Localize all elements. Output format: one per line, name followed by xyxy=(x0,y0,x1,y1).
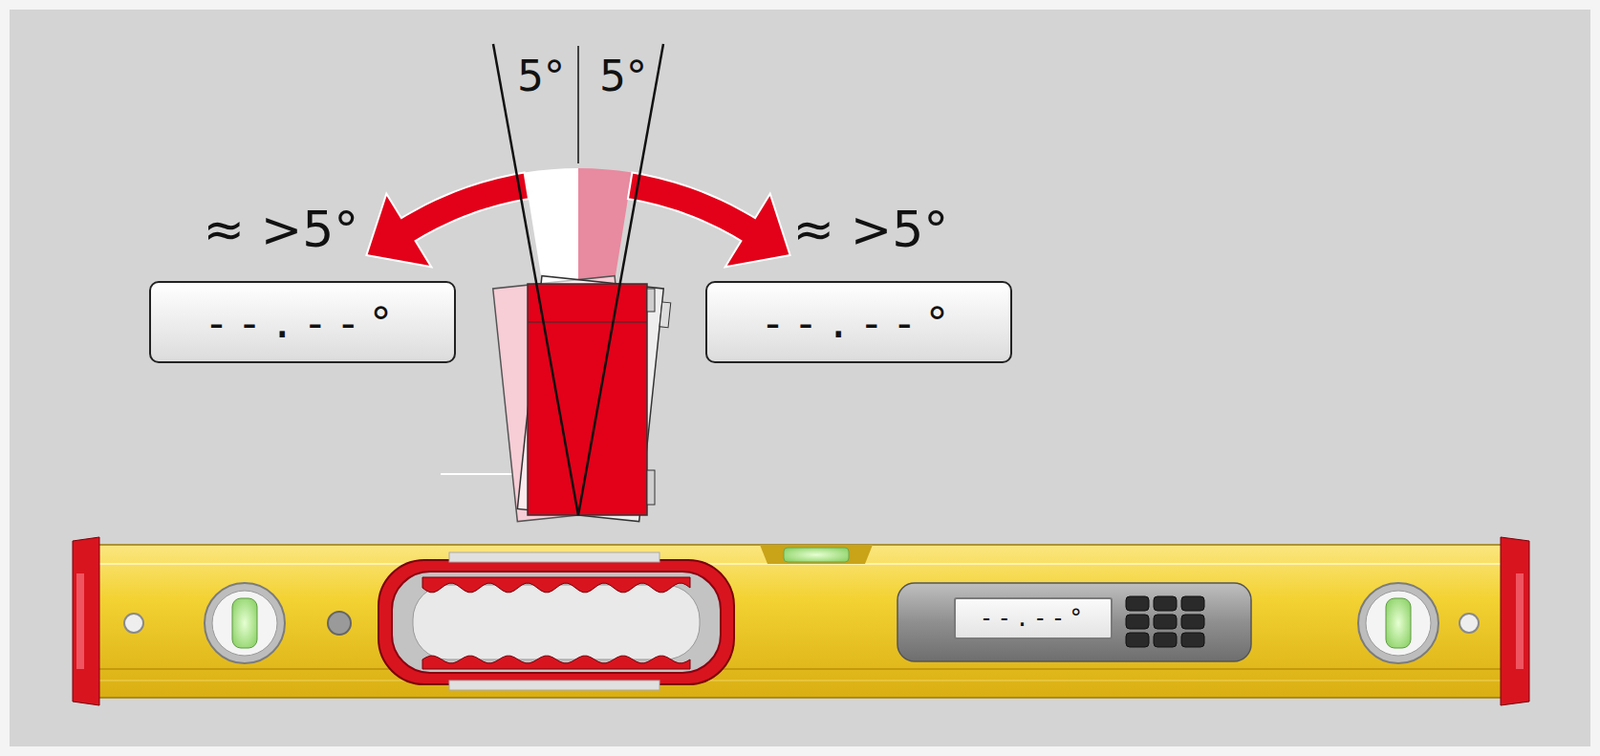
angle-readout: --.--° xyxy=(759,298,957,347)
keypad-button xyxy=(1181,614,1205,629)
keypad-button xyxy=(1125,596,1149,611)
angle-display: --.--° xyxy=(705,281,1013,364)
tilt-limit-label: ≈ >5° xyxy=(203,200,360,259)
handle-grip xyxy=(422,655,691,670)
keypad-button xyxy=(1153,614,1177,629)
angle-display: --.--° xyxy=(149,281,456,364)
keypad-button xyxy=(1153,632,1177,648)
keypad-button xyxy=(1125,614,1149,629)
angle-readout: --.--° xyxy=(203,298,401,347)
tilt-limit-label: ≈ >5° xyxy=(793,200,950,259)
angle-readout: --.--° xyxy=(979,605,1088,632)
angle-label: 5° xyxy=(517,51,565,101)
keypad-button xyxy=(1153,596,1177,611)
lcd-screen: --.--° xyxy=(953,597,1113,640)
angle-label: 5° xyxy=(599,51,648,101)
spirit-level xyxy=(72,537,1530,706)
keypad-button xyxy=(1181,596,1205,611)
keypad-button xyxy=(1181,632,1205,648)
keypad-button xyxy=(1125,632,1149,648)
